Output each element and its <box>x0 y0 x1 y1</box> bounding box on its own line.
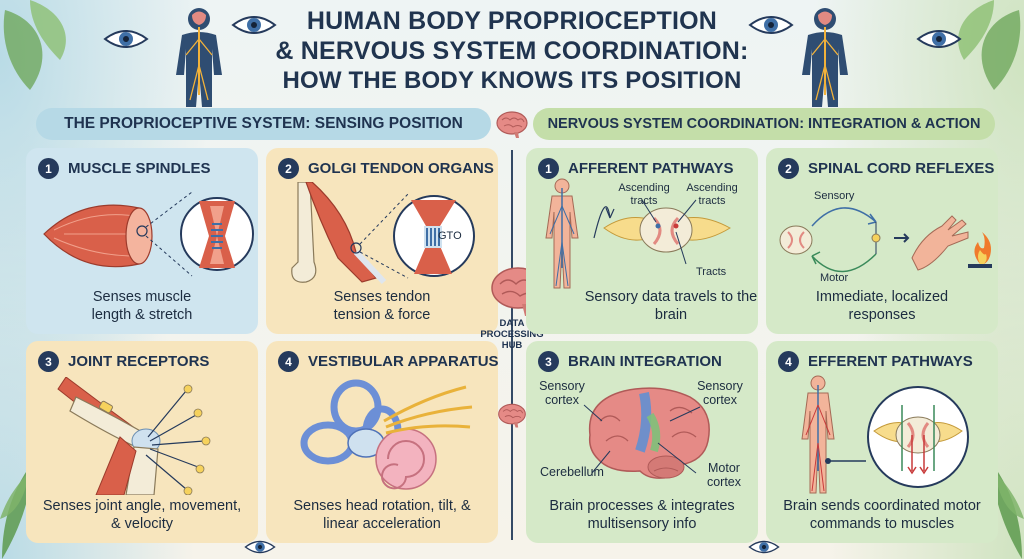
panel-title: 4 EFFERENT PATHWAYS <box>778 351 973 372</box>
panel-title-text: BRAIN INTEGRATION <box>568 353 722 370</box>
eye-icon <box>748 540 780 554</box>
panel-muscle-spindles: 1 MUSCLE SPINDLES Senses muscle length &… <box>26 148 258 334</box>
step-number: 1 <box>538 158 559 179</box>
panel-title-text: JOINT RECEPTORS <box>68 353 210 370</box>
section-header-coordination: NERVOUS SYSTEM COORDINATION: INTEGRATION… <box>533 108 995 140</box>
eye-icon <box>916 30 962 48</box>
leaf-decoration-top-left <box>3 0 66 90</box>
panel-title-text: SPINAL CORD REFLEXES <box>808 160 995 177</box>
panel-golgi-tendon-organs: 2 GOLGI TENDON ORGANS GTO Senses tendon … <box>266 148 498 334</box>
step-number: 3 <box>38 351 59 372</box>
ascending-tracts-label: Ascending tracts <box>686 182 738 207</box>
step-number: 2 <box>778 158 799 179</box>
gto-label: GTO <box>438 230 462 242</box>
panel-title-text: AFFERENT PATHWAYS <box>568 160 734 177</box>
eye-icon <box>231 16 277 34</box>
panel-description: Brain sends coordinated motor commands t… <box>783 498 981 532</box>
panel-title: 3 JOINT RECEPTORS <box>38 351 209 372</box>
step-number: 4 <box>278 351 299 372</box>
eye-icon <box>748 16 794 34</box>
page-title: HUMAN BODY PROPRIOCEPTION & NERVOUS SYST… <box>250 6 774 96</box>
brain-regions-illustration <box>583 387 710 479</box>
panel-vestibular-apparatus: 4 VESTIBULAR APPARATUS Senses head rotat… <box>266 341 498 543</box>
cerebellum-label: Cerebellum <box>540 465 604 479</box>
panel-description: Sensory data travels to the brain <box>584 289 758 323</box>
panel-brain-integration: 3 BRAIN INTEGRATION Sensory cortex Senso… <box>526 341 758 543</box>
inner-ear-illustration <box>300 379 473 490</box>
step-number: 3 <box>538 351 559 372</box>
brain-icon <box>496 111 528 138</box>
afferent-pathway-illustration <box>545 178 731 289</box>
panel-title: 2 SPINAL CORD REFLEXES <box>778 158 994 179</box>
sensory-cortex-label: Sensory cortex <box>539 379 585 407</box>
center-divider <box>511 150 513 540</box>
sensory-cortex-label: Sensory cortex <box>697 379 743 407</box>
panel-joint-receptors: 3 JOINT RECEPTORS Senses joint angle, mo… <box>26 341 258 543</box>
panel-title: 2 GOLGI TENDON ORGANS <box>278 158 494 179</box>
panel-title: 1 AFFERENT PATHWAYS <box>538 158 734 179</box>
panel-efferent-pathways: 4 EFFERENT PATHWAYS Brain sends coordina… <box>766 341 998 543</box>
panel-spinal-cord-reflexes: 2 SPINAL CORD REFLEXES Sensory Motor Imm… <box>766 148 998 334</box>
panel-afferent-pathways: 1 AFFERENT PATHWAYS Ascending tracts Asc… <box>526 148 758 334</box>
panel-title-text: VESTIBULAR APPARATUS <box>308 353 498 370</box>
panel-description: Senses head rotation, tilt, & linear acc… <box>293 498 471 532</box>
panel-title-text: MUSCLE SPINDLES <box>68 160 211 177</box>
motor-label: Motor <box>820 272 849 284</box>
sensory-label: Sensory <box>814 190 855 202</box>
title-line-3: HOW THE BODY KNOWS ITS POSITION <box>282 67 742 94</box>
panel-title: 4 VESTIBULAR APPARATUS <box>278 351 498 372</box>
panel-description: Immediate, localized responses <box>815 289 949 323</box>
title-line-2: & NERVOUS SYSTEM COORDINATION: <box>275 37 749 65</box>
efferent-pathway-illustration <box>801 375 969 494</box>
ascending-tracts-label: Ascending tracts <box>618 182 670 207</box>
panel-description: Senses tendon tension & force <box>333 289 431 323</box>
step-number: 1 <box>38 158 59 179</box>
reflex-arc-illustration <box>779 207 992 273</box>
step-number: 4 <box>778 351 799 372</box>
panel-description: Senses joint angle, movement, & velocity <box>42 498 242 532</box>
human-nervous-system-figure <box>802 8 848 107</box>
muscle-spindle-illustration <box>43 191 254 277</box>
step-number: 2 <box>278 158 299 179</box>
knee-joint-illustration <box>57 377 211 495</box>
panel-title-text: EFFERENT PATHWAYS <box>808 353 973 370</box>
title-line-1: HUMAN BODY PROPRIOCEPTION <box>306 7 718 35</box>
section-header-proprioceptive: THE PROPRIOCEPTIVE SYSTEM: SENSING POSIT… <box>36 108 491 140</box>
brain-icon <box>498 403 526 428</box>
panel-title: 1 MUSCLE SPINDLES <box>38 158 211 179</box>
tracts-label: Tracts <box>696 266 727 278</box>
panel-description: Brain processes & integrates multisensor… <box>549 498 735 532</box>
human-nervous-system-figure <box>176 8 222 107</box>
leaf-decoration-top-right <box>958 0 1021 90</box>
data-processing-hub-label: DATA PROCESSING HUB <box>480 318 544 351</box>
eye-icon <box>103 30 149 48</box>
eye-icon <box>244 540 276 554</box>
motor-cortex-label: Motor cortex <box>706 461 742 489</box>
panel-title-text: GOLGI TENDON ORGANS <box>308 160 494 177</box>
panel-title: 3 BRAIN INTEGRATION <box>538 351 722 372</box>
golgi-tendon-illustration <box>291 182 475 285</box>
panel-description: Senses muscle length & stretch <box>91 289 193 323</box>
